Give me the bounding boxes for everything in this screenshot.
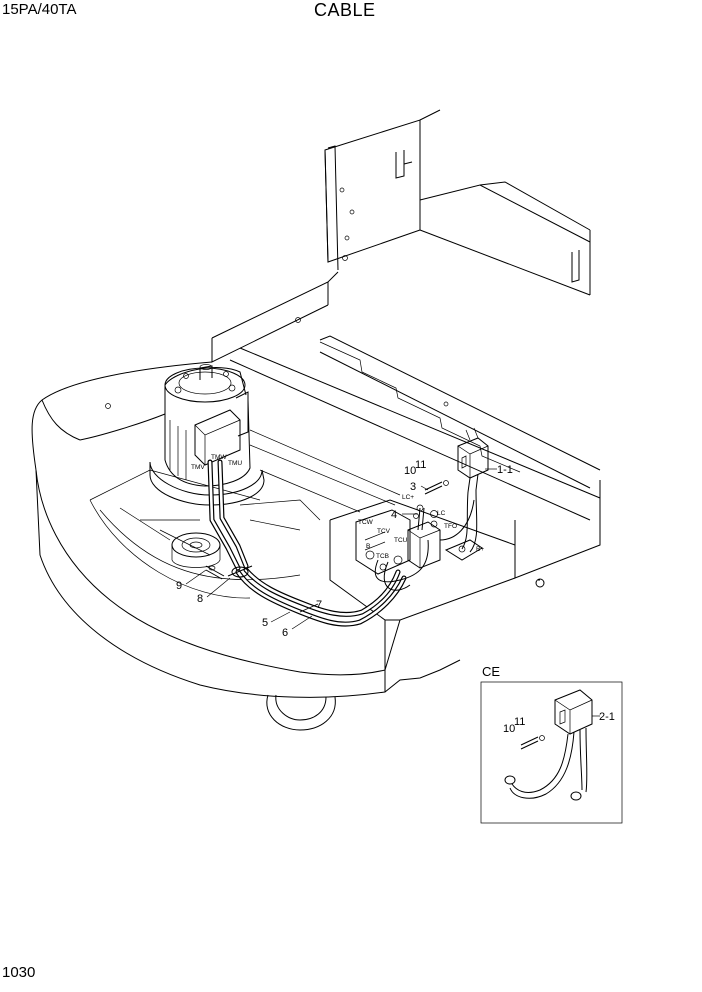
page-title: CABLE xyxy=(314,0,376,20)
terminal-b-plus-label: B+ xyxy=(476,546,484,553)
terminal-tcw-label: TCW xyxy=(358,519,374,526)
page-number: 1030 xyxy=(2,964,36,981)
terminal-tcv-label: TCV xyxy=(377,528,391,535)
callout-10: 10 xyxy=(404,465,416,477)
callout-3: 3 xyxy=(410,481,416,493)
terminal-tmu-label: TMU xyxy=(228,460,242,467)
drive-motor xyxy=(149,364,265,506)
terminal-tcu-label: TCU xyxy=(394,537,408,544)
battery-connector xyxy=(424,427,489,495)
terminal-tfo-label: TFO xyxy=(444,523,457,530)
callout-1-1: 1-1 xyxy=(497,464,513,476)
power-cables xyxy=(207,459,478,627)
leader-lines xyxy=(185,468,497,630)
contactor-unit xyxy=(355,504,483,575)
chassis-base xyxy=(31,361,461,731)
callout-11: 11 xyxy=(415,459,426,471)
callout-6: 6 xyxy=(282,627,288,639)
cable-clamp xyxy=(205,565,253,580)
part-callouts: 1-1 10 11 3 4 7 5 6 8 9 xyxy=(176,459,513,639)
terminal-tcb-label: TCB xyxy=(376,553,389,560)
terminal-labels: TMV TMW TMU TCW TCV TCU TCB B TFO LC LC+… xyxy=(191,454,484,560)
terminal-lc-label: LC xyxy=(437,510,446,517)
inset-callout-2-1: 2-1 xyxy=(599,711,615,723)
callout-5: 5 xyxy=(262,617,268,629)
terminal-lc-plus-label: LC+ xyxy=(402,494,414,501)
callout-9: 9 xyxy=(176,580,182,592)
callout-8: 8 xyxy=(197,593,203,605)
terminal-tmw-label: TMW xyxy=(211,454,227,461)
callout-7: 7 xyxy=(316,599,322,611)
inset-label: CE xyxy=(482,664,500,679)
inset-callout-11: 11 xyxy=(514,716,525,728)
terminal-b-label: B xyxy=(366,543,370,550)
callout-4: 4 xyxy=(391,509,397,521)
inset-callout-10: 10 xyxy=(503,723,515,735)
model-code: 15PA/40TA xyxy=(2,1,77,18)
terminal-tmv-label: TMV xyxy=(191,464,205,471)
ce-detail-inset: CE 2-1 10 11 xyxy=(480,664,623,824)
